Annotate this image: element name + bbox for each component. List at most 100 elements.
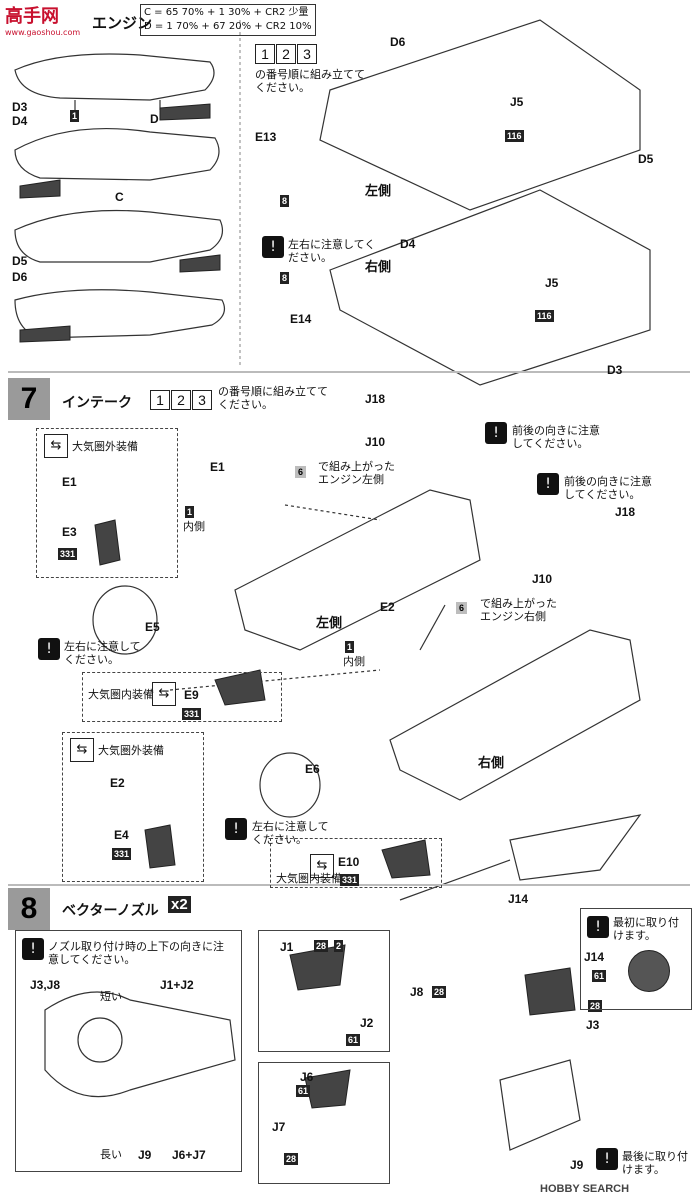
label-j14-b: J14 [584, 950, 605, 964]
caution-icon-top: ! [262, 236, 284, 258]
chip-8-bottom: 8 [280, 272, 290, 284]
step-7-order-note: の番号順に組み立ててください。 [218, 385, 328, 411]
step-8-number: 8 [8, 888, 50, 930]
chip-1-inner-a: 1 [185, 506, 195, 518]
chip-331-c: 331 [112, 848, 132, 860]
chip-61-c: 61 [592, 970, 607, 982]
watermark-logo-text: 高手网 [5, 6, 59, 27]
formula-c: C = 65 70% + 1 30% + CR2 少量 [144, 7, 309, 18]
swap-icon-1: ⇆ [44, 434, 68, 458]
label-j3j8: J3,J8 [30, 978, 61, 992]
int-equip-box-2 [270, 838, 442, 888]
label-j9-a: J9 [138, 1148, 152, 1162]
inner-label-b: 内側 [343, 655, 365, 668]
label-e13: E13 [255, 130, 277, 144]
footer-logo: HOBBY SEARCH [540, 1183, 630, 1195]
int-equip-box-1 [82, 672, 282, 722]
label-j7: J7 [272, 1120, 286, 1134]
label-j10-a: J10 [365, 435, 386, 449]
swap-icon-4: ⇆ [310, 854, 334, 878]
label-d3-engine: D3 [607, 363, 623, 377]
step-8-title: ベクターノズル [62, 902, 159, 918]
label-j5-top: J5 [510, 95, 524, 109]
int-equip-label-2: 大気圏内装備 [276, 872, 342, 885]
ext-equip-label-2: 大気圏外装備 [98, 744, 164, 757]
j14-part-circle [628, 950, 670, 992]
caution-icon-mid-b: ! [225, 818, 247, 840]
label-e1-b: E1 [210, 460, 225, 474]
chip-6-b: 6 [456, 602, 468, 614]
label-d5: D5 [12, 254, 28, 268]
chip-116-top: 116 [505, 130, 524, 142]
label-e2-b: E2 [110, 776, 125, 790]
label-j6: J6 [300, 1070, 314, 1084]
chip-28-a: 28 [314, 940, 329, 952]
left-side-top: 左側 [365, 183, 392, 198]
right-side-top: 右側 [365, 259, 392, 274]
label-j18-a: J18 [365, 392, 386, 406]
engine-title: エンジン [92, 15, 153, 32]
label-d6-engine: D6 [390, 35, 406, 49]
last-attach-note: 最後に取り付けます。 [622, 1150, 688, 1176]
label-j14: J14 [508, 892, 529, 906]
step-8-multiplier: x2 [168, 896, 191, 913]
assembled-left-note: で組み上がったエンジン左側 [318, 460, 395, 486]
label-j1: J1 [280, 940, 294, 954]
label-e4: E4 [114, 828, 129, 842]
step-7-title: インテーク [62, 394, 132, 410]
watermark-logo: 高手网 www.gaoshou.com [5, 2, 80, 37]
caution-text-mid-b: 左右に注意してください。 [252, 820, 329, 846]
step-7-number: 7 [8, 378, 50, 420]
chip-331-a: 331 [58, 548, 78, 560]
label-e3: E3 [62, 525, 77, 539]
label-long: 長い [100, 1148, 122, 1161]
caution-icon-last: ! [596, 1148, 618, 1170]
chip-8-top: 8 [280, 195, 290, 207]
j1-j2-box [258, 930, 390, 1052]
chip-6-a: 6 [295, 466, 307, 478]
label-d4: D4 [12, 114, 28, 128]
formula-d: D = 1 70% + 67 20% + CR2 10% [144, 21, 312, 32]
ext-equip-label-1: 大気圏外装備 [72, 440, 138, 453]
label-e14: E14 [290, 312, 312, 326]
label-d6: D6 [12, 270, 28, 284]
front-back-note-b: 前後の向きに注意してください。 [564, 475, 652, 501]
label-j2: J2 [360, 1016, 374, 1030]
chip-116-bottom: 116 [535, 310, 554, 322]
inner-label-a: 内側 [183, 520, 205, 533]
label-e1-a: E1 [62, 475, 77, 489]
chip-61-a: 61 [346, 1034, 361, 1046]
label-j3: J3 [586, 1018, 600, 1032]
chip-331-b: 331 [182, 708, 202, 720]
caution-text-top: 左右に注意してください。 [288, 238, 376, 264]
caution-text-mid-a: 左右に注意してください。 [64, 640, 141, 666]
swap-icon-3: ⇆ [70, 738, 94, 762]
label-j9-b: J9 [570, 1158, 584, 1172]
label-e10: E10 [338, 855, 360, 869]
color-formulas: C = 65 70% + 1 30% + CR2 少量 D = 1 70% + … [140, 4, 316, 36]
int-equip-label-1: 大気圏内装備 [88, 688, 154, 701]
part-chip-1: 1 [70, 110, 80, 122]
label-d5-engine: D5 [638, 152, 654, 166]
caution-icon-mid-a: ! [38, 638, 60, 660]
engine-order-note: の番号順に組み立ててください。 [255, 68, 365, 94]
chip-61-b: 61 [296, 1085, 311, 1097]
ext-equip-box-1 [36, 428, 178, 578]
label-c: C [115, 190, 124, 204]
label-e6: E6 [305, 762, 320, 776]
j6-j7-box [258, 1062, 390, 1184]
assembled-right-note: で組み上がったエンジン右側 [480, 597, 557, 623]
label-j18-b: J18 [615, 505, 636, 519]
label-j1j2: J1+J2 [160, 978, 194, 992]
label-e2-a: E2 [380, 600, 395, 614]
swap-icon-2: ⇆ [152, 682, 176, 706]
right-side-7: 右側 [478, 755, 505, 770]
caution-icon-front-b: ! [537, 473, 559, 495]
left-side-7: 左側 [316, 615, 343, 630]
nozzle-orientation-box [15, 930, 242, 1172]
first-attach-note: 最初に取り付けます。 [613, 916, 679, 942]
watermark-url: www.gaoshou.com [5, 28, 81, 37]
